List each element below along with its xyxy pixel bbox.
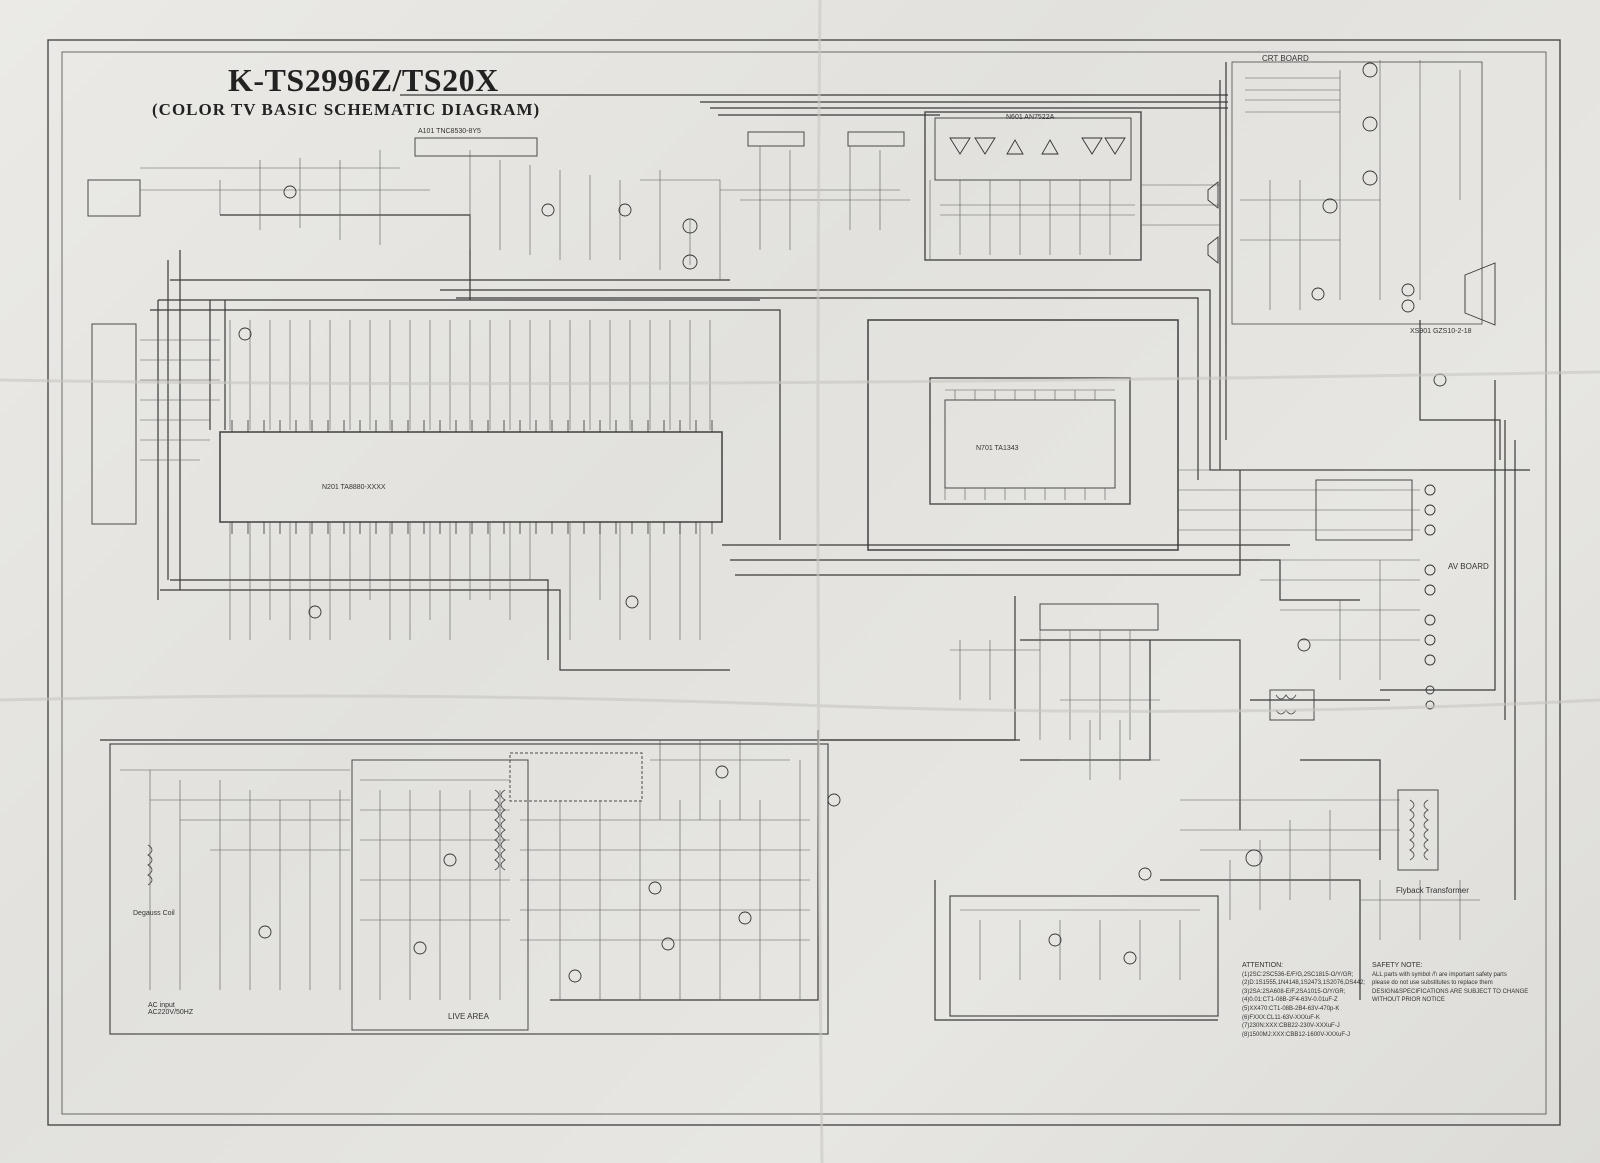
diagram-subtitle: (COLOR TV BASIC SCHEMATIC DIAGRAM) xyxy=(152,100,541,119)
audio-section-box xyxy=(924,111,1142,261)
crt-board-label: CRT BOARD xyxy=(1262,54,1309,63)
main-ic-label: N201 TA8880-XXXX xyxy=(322,484,386,491)
av-ic-label: N701 TA1343 xyxy=(976,445,1019,452)
degauss-label: Degauss Coil xyxy=(133,910,175,917)
safety-heading: SAFETY NOTE: xyxy=(1372,962,1423,969)
safety-line: DESIGN&SPECIFICATIONS ARE SUBJECT TO CHA… xyxy=(1372,988,1529,995)
safety-line: WITHOUT PRIOR NOTICE xyxy=(1372,997,1445,1004)
flyback-transformer-body xyxy=(1397,789,1439,871)
safety-line: ALL parts with symbol /!\ are important … xyxy=(1372,971,1507,978)
attention-line: (1)2SC:2SC536-E/F/G,2SC1815-O/Y/GR; xyxy=(1242,971,1354,978)
vertical-section-box xyxy=(949,895,1219,1017)
tuner-label: A101 TNC8530-8Y5 xyxy=(418,128,481,135)
audio-ic-label: N601 AN7522A xyxy=(1006,114,1055,121)
diagram-title: K-TS2996Z/TS20X xyxy=(228,62,499,98)
av-board-label: AV BOARD xyxy=(1448,562,1489,571)
attention-line: (2)D:1S1555,1N4148,1S2473,1S2076,DS442; xyxy=(1242,980,1366,987)
audio-amp-ic-1 xyxy=(747,131,805,147)
attention-line: (7)230N:XXX:CBB22-230V-XXXuF-J xyxy=(1242,1023,1340,1030)
transformer-small xyxy=(1269,689,1315,721)
left-connector xyxy=(87,179,141,217)
av-section-box xyxy=(867,319,1179,551)
keypad-box xyxy=(91,323,137,525)
av-ic-outline xyxy=(929,377,1131,505)
safety-line: please do not use substitutes to replace… xyxy=(1372,980,1493,987)
attention-line: (8)1500MJ:XXX:CBB12-1600V-XXXuF-J xyxy=(1242,1031,1351,1038)
safety-notes: SAFETY NOTE: ALL parts with symbol /!\ a… xyxy=(1372,962,1532,1005)
ac-input-label: AC input AC220V/50HZ xyxy=(148,1002,194,1016)
power-supply-box xyxy=(109,743,829,1035)
audio-ic-body xyxy=(934,117,1132,181)
attention-line: (3)2SA:2SA608-E/F,2SA1015-O/Y/GR; xyxy=(1242,988,1346,995)
flyback-label: Flyback Transformer xyxy=(1396,886,1469,895)
attention-heading: ATTENTION: xyxy=(1242,962,1284,969)
snubber-box xyxy=(509,752,643,802)
attention-notes: ATTENTION: (1)2SC:2SC536-E/F/G,2SC1815-O… xyxy=(1242,962,1366,1039)
attention-line: (4)0.01:CT1-08B-2F4-63V-0.01uF-Z xyxy=(1242,997,1338,1004)
attention-line: (5)XX470:CT1-08B-2B4-63V-470p-K xyxy=(1242,1005,1340,1012)
crt-socket-label: XS901 GZS10-2-18 xyxy=(1410,328,1472,335)
av-ic-body xyxy=(944,399,1116,489)
tuner-body xyxy=(414,137,538,157)
crt-board-box xyxy=(1231,61,1483,325)
audio-amp-ic-2 xyxy=(847,131,905,147)
outer-border xyxy=(47,39,1561,1126)
inner-border xyxy=(61,51,1547,1115)
vertical-ic-body xyxy=(1039,603,1159,631)
attention-line: (6)FXXX:CL11-63V-XXXuF-K xyxy=(1242,1014,1320,1021)
live-area-box xyxy=(351,759,529,1031)
live-area-label: LIVE AREA xyxy=(448,1012,489,1021)
main-ic-body xyxy=(219,431,723,523)
